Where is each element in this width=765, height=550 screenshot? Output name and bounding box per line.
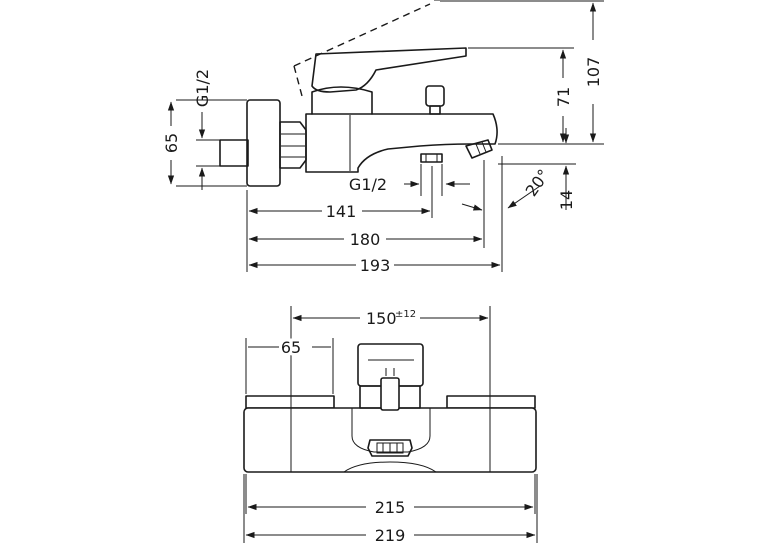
spacing-150-label: 150 [366, 309, 397, 328]
length-180-label: 180 [350, 230, 381, 249]
lever-base [311, 86, 373, 115]
height-14-label: 14 [557, 190, 576, 210]
eccentric-connector [219, 139, 249, 167]
lever-handle [311, 47, 467, 93]
front-view: 150 ±12 65 215 219 [243, 306, 538, 545]
lever-raised-outline [293, 3, 431, 97]
diverter-knob [425, 85, 445, 107]
union-nut [279, 121, 307, 169]
aerator [465, 139, 493, 159]
left-cover-cap [245, 395, 335, 409]
bottom-outlet [420, 153, 443, 163]
height-65-label: 65 [162, 133, 181, 153]
front-aerator [367, 439, 413, 457]
length-141-label: 141 [326, 202, 357, 221]
width-65-label: 65 [281, 338, 301, 357]
height-71-label: 71 [554, 87, 573, 107]
length-193-label: 193 [360, 256, 391, 275]
dim-angle [461, 203, 483, 211]
width-219-label: 219 [375, 526, 406, 545]
height-107-label: 107 [584, 57, 603, 88]
width-215-label: 215 [375, 498, 406, 517]
diverter-stem [429, 105, 441, 115]
side-view: G1/2 65 107 71 14 G1/2 20° 141 [162, 0, 604, 275]
thread-bottom-label: G1/2 [349, 175, 387, 194]
mixer-body [305, 113, 498, 173]
spacing-tolerance-label: ±12 [395, 309, 416, 320]
front-diverter-knob [380, 377, 400, 411]
thread-left-label: G1/2 [193, 69, 212, 107]
wall-flange [246, 99, 281, 187]
right-cover-cap [446, 395, 536, 409]
